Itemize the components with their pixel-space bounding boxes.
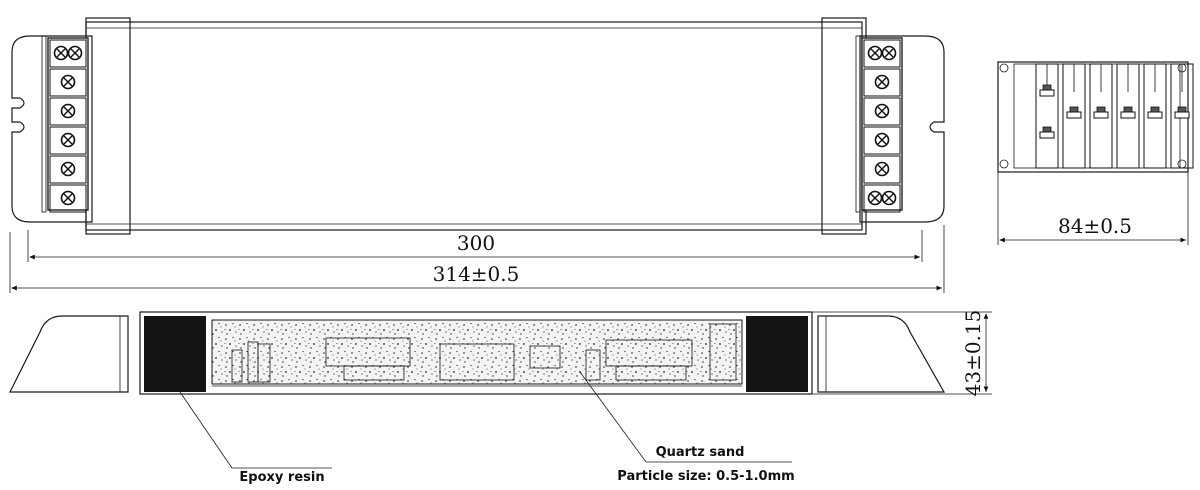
epoxy-resin-left <box>144 316 206 392</box>
terminal-screw-icon <box>60 74 76 90</box>
terminal-post-icon <box>1093 106 1109 119</box>
terminal-screw-icon <box>60 161 76 177</box>
dimension-84-label: 84±0.5 <box>1058 214 1132 238</box>
terminal-post-icon <box>1066 106 1082 119</box>
terminal-screw-icon <box>67 45 83 61</box>
corner-screw-icon <box>999 159 1009 169</box>
terminal-post-icon <box>1147 106 1163 119</box>
flange-left-side <box>9 315 129 393</box>
quartz-sand-label: Quartz sand <box>656 445 745 460</box>
epoxy-leader-line <box>179 391 233 469</box>
end-view: 84±0.5 <box>997 61 1194 245</box>
epoxy-resin-label: Epoxy resin <box>239 470 324 485</box>
terminal-screw-icon <box>60 190 76 206</box>
section-body <box>139 311 813 395</box>
end-view-terminals <box>1035 63 1194 169</box>
particle-size-label: Particle size: 0.5-1.0mm <box>617 469 794 484</box>
terminal-screw-icon <box>874 132 890 148</box>
internal-components <box>231 323 737 383</box>
terminal-screw-icon <box>867 190 883 206</box>
section-view: 43±0.15 Epoxy resin Quartz sand Particle… <box>9 310 992 485</box>
dimension-300-label: 300 <box>457 231 495 255</box>
terminal-screw-icon <box>60 132 76 148</box>
top-view: 300 314±0.5 <box>9 17 945 293</box>
quartz-sand-fill <box>211 319 743 385</box>
housing-body <box>85 21 863 231</box>
terminal-screw-icon <box>881 190 897 206</box>
terminal-screw-icon <box>874 103 890 119</box>
flange-outline <box>11 35 93 223</box>
corner-screw-icon <box>999 63 1009 73</box>
dimension-43-label: 43±0.15 <box>961 310 985 397</box>
quartz-leader-line <box>579 371 647 463</box>
terminal-screw-icon <box>874 74 890 90</box>
corner-screw-icon <box>1177 159 1187 169</box>
terminal-screw-icon <box>881 45 897 61</box>
dimension-314-label: 314±0.5 <box>433 262 520 286</box>
terminal-screw-icon <box>874 161 890 177</box>
terminal-screw-icon <box>867 45 883 61</box>
terminal-block-left <box>41 35 89 213</box>
terminal-screw-icon <box>53 45 69 61</box>
epoxy-resin-right <box>746 316 808 392</box>
flange-right-side <box>817 315 946 393</box>
terminal-post-icon <box>1039 84 1055 97</box>
terminal-post-icon <box>1174 106 1190 119</box>
terminal-block-right <box>855 35 903 213</box>
terminal-post-icon <box>1120 106 1136 119</box>
terminal-screw-icon <box>60 103 76 119</box>
terminal-post-icon <box>1039 126 1055 139</box>
